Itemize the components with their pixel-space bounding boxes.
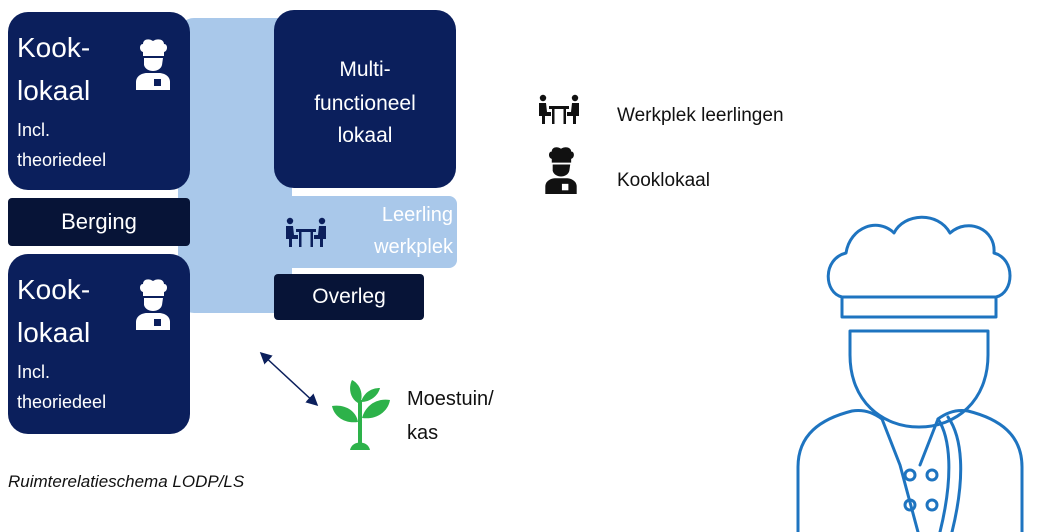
multi-line-3: lokaal <box>337 124 393 147</box>
chef-icon <box>136 279 170 330</box>
kooklokaal-bottom-sub-2: theoriedeel <box>17 392 107 412</box>
desk-workplace-icon <box>286 217 326 247</box>
leerling-line-1: Leerling <box>381 204 453 226</box>
desk-workplace-icon <box>539 94 579 124</box>
kooklokaal-bottom-title-1: Kook- <box>17 274 91 305</box>
kooklokaal-bottom-sub-1: Incl. <box>17 362 51 382</box>
legend-kooklokaal-label: Kooklokaal <box>617 170 710 191</box>
chef-icon <box>545 147 577 194</box>
chef-outline-icon <box>796 215 1024 532</box>
overleg-block: Overleg <box>274 274 424 320</box>
multifunctioneel-lokaal-block: Multi- functioneel lokaal <box>274 10 456 188</box>
kooklokaal-bottom-title-2: lokaal <box>17 317 91 348</box>
moestuin-line-1: Moestuin/ <box>407 388 494 410</box>
corridor-zone <box>178 18 292 313</box>
double-arrow-line <box>259 351 319 407</box>
plant-icon <box>332 380 390 450</box>
overleg-label: Overleg <box>312 285 386 308</box>
caption: Ruimterelatieschema LODP/LS <box>8 472 245 491</box>
legend-werkplek-label: Werkplek leerlingen <box>617 105 784 126</box>
kooklokaal-top-block: Kook- lokaal Incl. theoriedeel <box>8 12 190 190</box>
multi-line-2: functioneel <box>314 92 416 115</box>
moestuin-line-2: kas <box>407 422 439 444</box>
kooklokaal-top-sub-2: theoriedeel <box>17 150 107 170</box>
double-arrow <box>259 351 319 407</box>
chef-icon <box>136 39 170 90</box>
kooklokaal-top-sub-1: Incl. <box>17 120 51 140</box>
kooklokaal-bottom-block: Kook- lokaal Incl. theoriedeel <box>8 254 190 434</box>
leerling-line-2: werkplek <box>374 236 453 258</box>
multi-line-1: Multi- <box>339 58 391 81</box>
berging-label: Berging <box>61 209 137 234</box>
leerling-werkplek-block: Leerling werkplek <box>275 196 457 268</box>
kooklokaal-top-title-2: lokaal <box>17 75 91 106</box>
berging-block: Berging <box>8 198 190 246</box>
kooklokaal-top-title-1: Kook- <box>17 32 91 63</box>
